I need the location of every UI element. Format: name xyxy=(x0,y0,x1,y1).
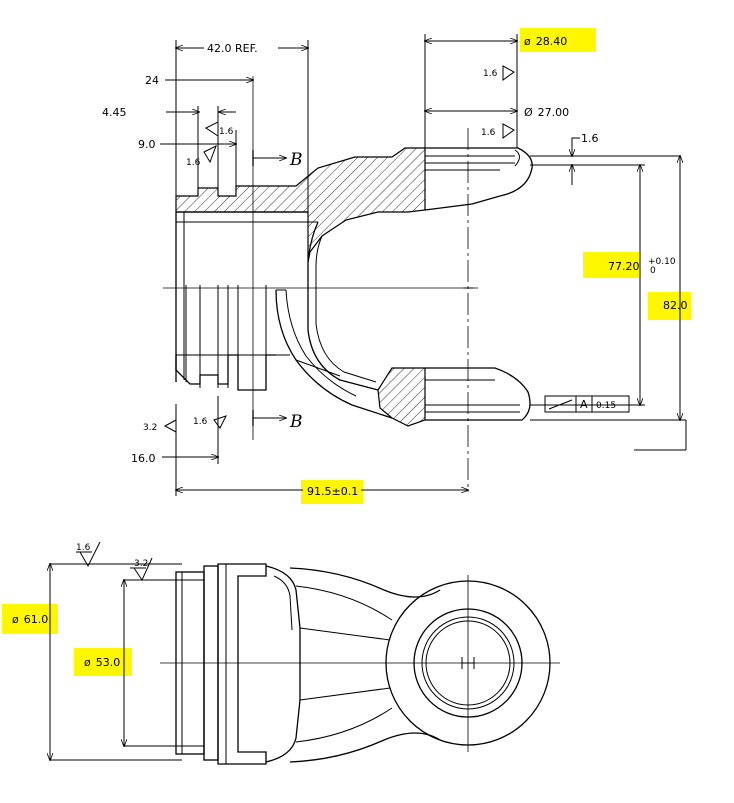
dim-4-45: 4.45 xyxy=(102,106,127,119)
dim-length-91-5: 91.5±0.1 xyxy=(307,485,358,498)
dim-wall-1-6: 1.6 xyxy=(581,132,599,145)
svg-text:1.6: 1.6 xyxy=(219,127,234,137)
dim-9-0: 9.0 xyxy=(138,138,156,151)
hatched-lower-section xyxy=(377,367,426,427)
section-label-b-bottom: B xyxy=(289,412,303,432)
svg-text:1.6: 1.6 xyxy=(481,128,496,138)
dim-bore-77-20: 77.20 xyxy=(608,260,640,273)
highlight-dia-2840 xyxy=(520,28,596,52)
highlight-height-820 xyxy=(648,292,691,320)
dim-length-16-0: 16.0 xyxy=(131,452,156,465)
section-view xyxy=(163,76,533,492)
svg-text:1.6: 1.6 xyxy=(186,158,201,168)
dim-24: 24 xyxy=(145,74,159,87)
upper-ear-outline xyxy=(424,147,533,211)
dim-42-ref: 42.0 REF. xyxy=(207,42,258,55)
section-label-b-top: B xyxy=(289,150,303,170)
svg-text:3.2: 3.2 xyxy=(143,423,157,433)
svg-text:+0.10: +0.10 xyxy=(648,257,676,267)
dim-height-82-0: 82.0 xyxy=(663,299,688,312)
lower-ear-outline xyxy=(425,367,531,421)
svg-text:A: A xyxy=(580,398,588,411)
svg-text:0.15: 0.15 xyxy=(596,401,616,411)
svg-text:0: 0 xyxy=(650,266,656,276)
svg-text:1.6: 1.6 xyxy=(76,543,91,553)
svg-text:1.6: 1.6 xyxy=(483,69,498,79)
feature-control-frame: A 0.15 xyxy=(544,395,630,413)
highlight-bore-7720 xyxy=(583,252,639,278)
hatched-upper-section xyxy=(175,147,426,263)
svg-text:1.6: 1.6 xyxy=(193,417,208,427)
svg-text:3.2: 3.2 xyxy=(134,559,148,569)
